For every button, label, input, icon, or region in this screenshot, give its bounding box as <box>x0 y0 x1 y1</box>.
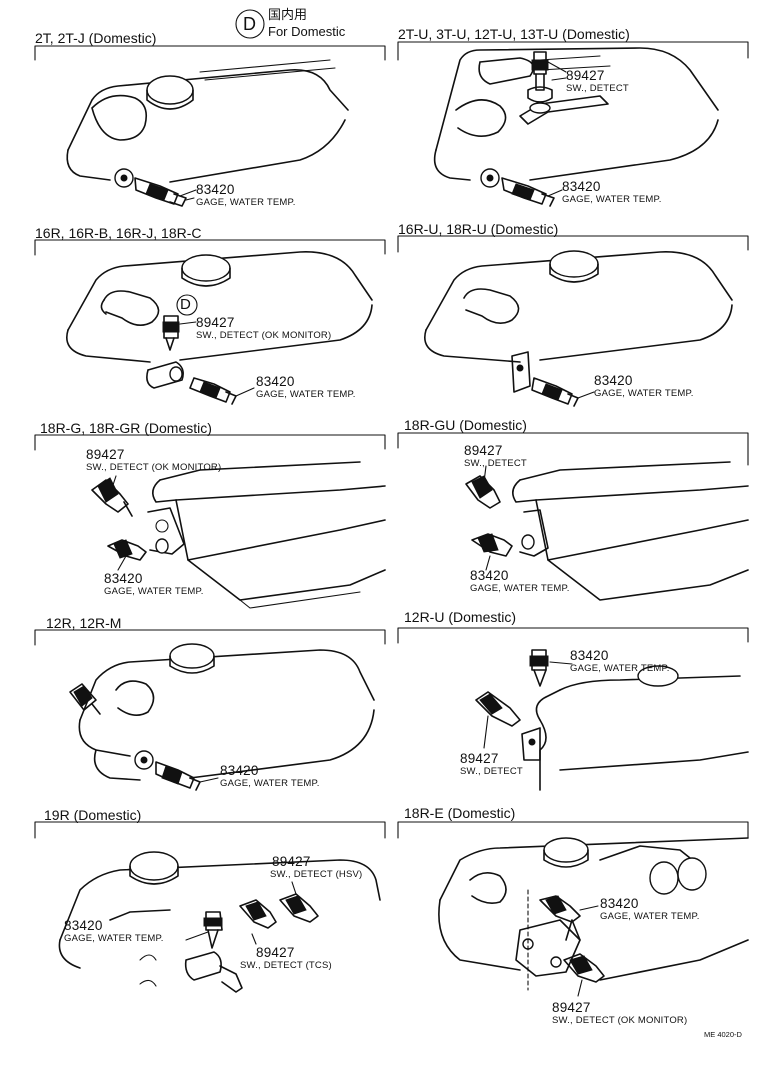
part-description: GAGE, WATER TEMP. <box>600 911 700 922</box>
part-description: SW., DETECT (OK MONITOR) <box>196 330 332 341</box>
leader-lines <box>111 77 599 997</box>
panel-brackets <box>34 41 749 839</box>
part-description: SW., DETECT <box>460 766 523 777</box>
part-number: 89427 <box>86 447 125 462</box>
engine-drawing-2t <box>66 59 349 207</box>
part-number: 89427 <box>196 315 235 330</box>
panel-title: 18R-E (Domestic) <box>404 805 516 821</box>
part-number: 89427 <box>566 68 605 83</box>
part-description: GAGE, WATER TEMP. <box>594 388 694 399</box>
panel-title: 18R-GU (Domestic) <box>404 417 527 433</box>
panel-title: 19R (Domestic) <box>44 807 142 823</box>
panel-title: 16R-U, 18R-U (Domestic) <box>398 221 559 237</box>
panel-title: 2T-U, 3T-U, 12T-U, 13T-U (Domestic) <box>398 26 630 42</box>
part-description: SW., DETECT (OK MONITOR) <box>86 462 222 473</box>
engine-drawing-18r-e <box>438 837 749 991</box>
domestic-badge-circle <box>235 9 265 39</box>
part-description: GAGE, WATER TEMP. <box>562 194 662 205</box>
engine-drawing-12r <box>69 643 375 791</box>
part-description: SW., DETECT <box>464 458 527 469</box>
part-number: 83420 <box>562 179 601 194</box>
part-description: GAGE, WATER TEMP. <box>570 663 670 674</box>
part-number: 83420 <box>594 373 633 388</box>
part-description: SW., DETECT (TCS) <box>240 960 332 971</box>
part-description: GAGE, WATER TEMP. <box>470 583 570 594</box>
engine-drawing-2t-u <box>433 47 719 207</box>
panel-title: 18R-G, 18R-GR (Domestic) <box>40 420 212 436</box>
part-number: 83420 <box>600 896 639 911</box>
part-description: GAGE, WATER TEMP. <box>256 389 356 400</box>
part-number: 83420 <box>570 648 609 663</box>
engine-drawing-16r-u <box>424 250 733 407</box>
part-description: SW., DETECT <box>566 83 629 94</box>
part-description: GAGE, WATER TEMP. <box>220 778 320 789</box>
engine-drawing-16r <box>66 251 373 405</box>
domestic-jp-label: 国内用 <box>268 8 308 23</box>
part-number: 89427 <box>460 751 499 766</box>
part-number: 89427 <box>464 443 503 458</box>
part-number: 83420 <box>64 918 103 933</box>
part-number: 83420 <box>220 763 259 778</box>
part-number: 83420 <box>104 571 143 586</box>
engine-drawing-12r-u <box>475 649 749 791</box>
part-number: 89427 <box>272 854 311 869</box>
domestic-en-label: For Domestic <box>268 24 346 39</box>
part-number: 83420 <box>470 568 509 583</box>
domestic-badge-letter: D <box>243 14 256 34</box>
part-number: 83420 <box>196 182 235 197</box>
engine-drawing-18r-gu <box>465 461 749 601</box>
panel-title: 16R, 16R-B, 16R-J, 18R-C <box>35 225 202 241</box>
figure-code: ME 4020-D <box>704 1030 742 1039</box>
panel-title: 12R, 12R-M <box>46 615 122 631</box>
part-number: 83420 <box>256 374 295 389</box>
part-description: SW., DETECT (HSV) <box>270 869 363 880</box>
domestic-badge-letter: D <box>180 296 191 313</box>
part-number: 89427 <box>256 945 295 960</box>
part-description: GAGE, WATER TEMP. <box>64 933 164 944</box>
part-description: GAGE, WATER TEMP. <box>104 586 204 597</box>
part-description: SW., DETECT (OK MONITOR) <box>552 1015 688 1026</box>
part-number: 89427 <box>552 1000 591 1015</box>
panel-title: 2T, 2T-J (Domestic) <box>35 30 157 46</box>
panel-title: 12R-U (Domestic) <box>404 609 517 625</box>
part-description: GAGE, WATER TEMP. <box>196 197 296 208</box>
